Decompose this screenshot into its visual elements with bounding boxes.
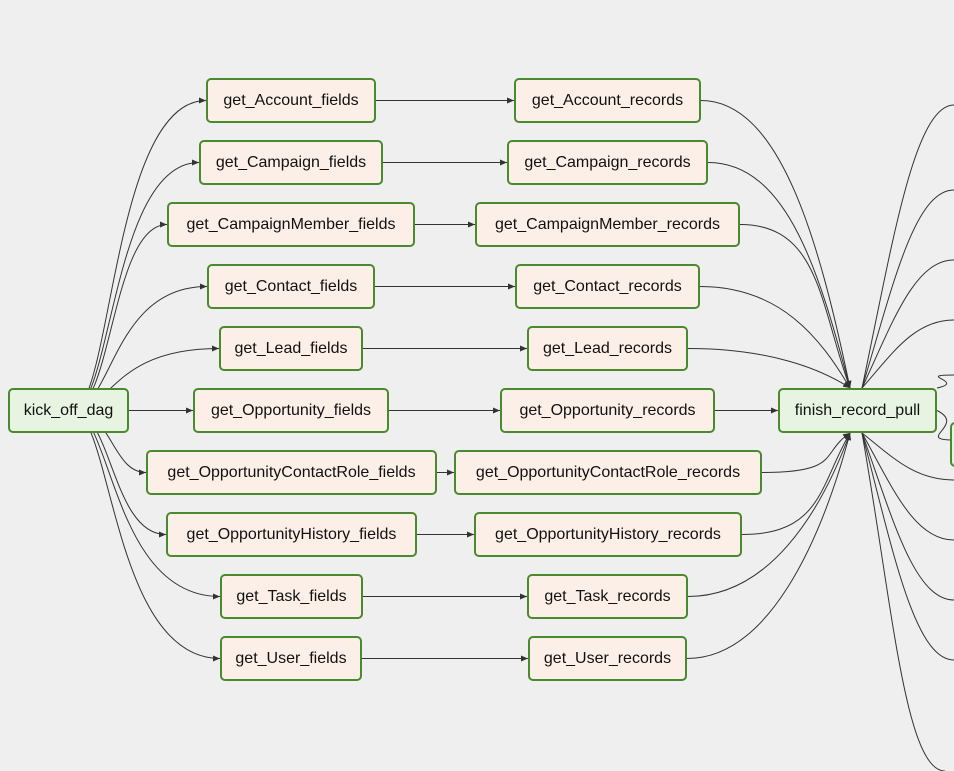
edge-finish-outgoing bbox=[861, 432, 954, 481]
edge-finish-outgoing bbox=[861, 104, 954, 389]
edge-finish-outgoing bbox=[861, 432, 954, 601]
edge-finish-outgoing bbox=[861, 319, 954, 389]
node-get-opportunity-records[interactable]: get_Opportunity_records bbox=[500, 388, 715, 433]
node-get-task-fields[interactable]: get_Task_fields bbox=[220, 574, 363, 619]
edge-root-to-fields bbox=[71, 410, 221, 600]
edge-records-to-finish bbox=[739, 224, 851, 389]
node-get-contact-fields[interactable]: get_Contact_fields bbox=[207, 264, 375, 309]
node-get-opportunityhistory-fields[interactable]: get_OpportunityHistory_fields bbox=[166, 512, 417, 557]
node-get-contact-records[interactable]: get_Contact_records bbox=[515, 264, 700, 309]
edge-finish-outgoing bbox=[861, 259, 954, 389]
edge-finish-outgoing bbox=[936, 410, 954, 441]
node-get-account-records[interactable]: get_Account_records bbox=[514, 78, 701, 123]
node-get-task-records[interactable]: get_Task_records bbox=[527, 574, 688, 619]
node-get-campaignmember-records[interactable]: get_CampaignMember_records bbox=[475, 202, 740, 247]
edge-finish-outgoing bbox=[936, 374, 954, 389]
edge-records-to-finish bbox=[687, 432, 851, 597]
node-finish-record-pull[interactable]: finish_record_pull bbox=[778, 388, 937, 433]
edge-root-to-fields bbox=[71, 97, 207, 411]
node-get-lead-records[interactable]: get_Lead_records bbox=[527, 326, 688, 371]
edge-finish-outgoing bbox=[861, 432, 954, 661]
edge-records-to-finish bbox=[741, 432, 851, 535]
node-offscreen-next[interactable] bbox=[950, 422, 954, 467]
node-get-user-records[interactable]: get_User_records bbox=[528, 636, 687, 681]
node-get-user-fields[interactable]: get_User_fields bbox=[220, 636, 362, 681]
edge-records-to-finish bbox=[761, 432, 851, 473]
node-get-opportunity-fields[interactable]: get_Opportunity_fields bbox=[193, 388, 389, 433]
edge-records-to-finish bbox=[687, 348, 851, 389]
node-get-opportunityhistory-records[interactable]: get_OpportunityHistory_records bbox=[474, 512, 742, 557]
node-kick-off-dag[interactable]: kick_off_dag bbox=[8, 388, 129, 433]
node-get-campaign-records[interactable]: get_Campaign_records bbox=[507, 140, 708, 185]
edge-records-to-finish bbox=[700, 100, 852, 389]
edge-records-to-finish bbox=[707, 162, 852, 389]
edge-records-to-finish bbox=[699, 286, 851, 389]
node-get-campaignmember-fields[interactable]: get_CampaignMember_fields bbox=[167, 202, 415, 247]
edge-finish-outgoing bbox=[861, 432, 954, 541]
edge-finish-outgoing bbox=[861, 189, 954, 389]
edge-finish-outgoing bbox=[861, 432, 946, 771]
edge-root-to-fields bbox=[71, 159, 200, 411]
node-get-opportunitycontactrole-fields[interactable]: get_OpportunityContactRole_fields bbox=[146, 450, 437, 495]
node-get-account-fields[interactable]: get_Account_fields bbox=[206, 78, 376, 123]
node-get-campaign-fields[interactable]: get_Campaign_fields bbox=[199, 140, 383, 185]
node-get-opportunitycontactrole-records[interactable]: get_OpportunityContactRole_records bbox=[454, 450, 762, 495]
node-get-lead-fields[interactable]: get_Lead_fields bbox=[219, 326, 363, 371]
edge-records-to-finish bbox=[686, 432, 852, 659]
